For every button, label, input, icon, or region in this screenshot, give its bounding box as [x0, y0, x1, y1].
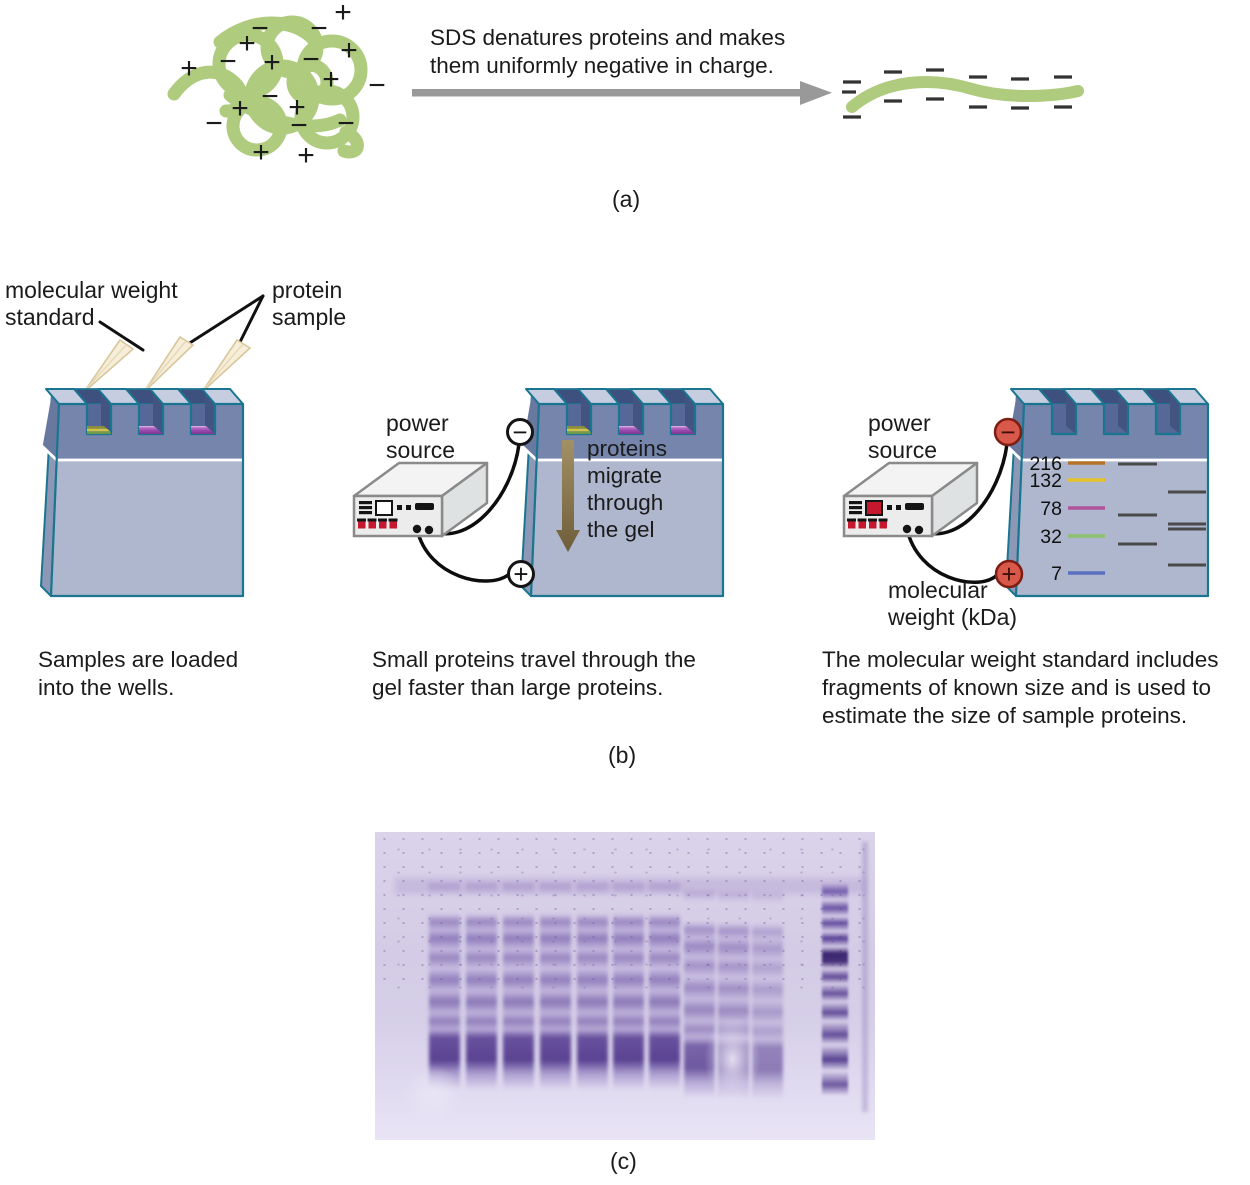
marker-kda-label: 78 [1040, 498, 1062, 520]
gel-photo-lane [503, 850, 534, 1126]
marker-band-lines [1068, 461, 1105, 575]
arrow-head [800, 81, 832, 105]
pipette-tips [83, 336, 251, 393]
charge-minus: − [337, 107, 355, 140]
caption-step1: Samples are loaded into the wells. [38, 647, 239, 700]
pointer-line-sample [183, 294, 265, 348]
migration-text: proteins migrate through the gel [587, 436, 667, 542]
negative-terminal-sign: − [1000, 417, 1015, 447]
positive-terminal-sign: + [513, 559, 528, 589]
charge-minus: − [310, 12, 328, 45]
gel-photo-marker-lane [822, 850, 848, 1126]
charge-plus: + [231, 92, 249, 125]
gel-photo-lane [649, 850, 680, 1126]
denatured-protein-tangle-illustration: + − − + + + − + − + − − + + − − − + + [167, 0, 386, 172]
panel-c-label: (c) [610, 1148, 637, 1174]
charge-minus: − [261, 80, 279, 113]
charge-plus: + [322, 63, 340, 96]
positive-wire [905, 528, 998, 585]
panel-b-label: (b) [608, 742, 637, 768]
gel-photo-lane [613, 850, 644, 1126]
gel-step2-running: proteins migrate through the gel − + [352, 387, 725, 598]
power-display [375, 500, 393, 516]
pipette-tip-icon [83, 339, 134, 393]
caption-step3: The molecular weight standard includes f… [822, 647, 1219, 728]
charge-minus: − [368, 69, 386, 102]
well-pointers-and-pipette-tips [83, 294, 265, 393]
power-source-label: power source [868, 410, 938, 463]
marker-kda-label: 216 [1029, 453, 1062, 475]
positive-terminal-icon [994, 559, 1024, 589]
label-protein-sample: protein sample [272, 277, 347, 330]
label-molecular-weight-standard: molecular weight standard [5, 277, 178, 330]
power-source-unit [352, 461, 489, 538]
power-source-unit [842, 461, 979, 538]
power-source-label: power source [386, 410, 456, 463]
pipette-tip-icon [143, 336, 194, 393]
charge-minus: − [219, 45, 237, 78]
linearized-protein-illustration [842, 68, 1084, 119]
marker-kda-label: 132 [1029, 470, 1062, 492]
charge-minus: − [302, 43, 320, 76]
charge-plus: + [297, 139, 315, 172]
positive-wire [415, 528, 510, 583]
pointer-line-sample [235, 294, 265, 350]
arrow-shaft [412, 89, 802, 97]
charge-plus: + [340, 34, 358, 67]
positive-terminal-icon [507, 560, 535, 588]
reaction-arrow [412, 81, 832, 105]
gel-step1-loading [39, 387, 245, 598]
marker-kda-label: 7 [1051, 563, 1062, 585]
gel-photo-blotch [695, 1002, 770, 1117]
svg-text:through: through [587, 490, 663, 515]
pointer-lines [98, 294, 265, 352]
gel-photo-blotch [393, 1054, 473, 1134]
svg-text:the gel: the gel [587, 517, 655, 542]
pipette-tip-highlights [85, 340, 244, 390]
sample-protein-bands [1118, 462, 1206, 567]
positive-terminal-sign: + [1001, 559, 1016, 589]
charge-plus: + [180, 52, 198, 85]
sds-caption: SDS denatures proteins and makes them un… [430, 25, 786, 78]
pipette-tip-icon [201, 339, 251, 393]
charge-minus: − [290, 109, 308, 142]
protein-tangle-strands [167, 15, 368, 159]
molecular-weight-markers: 216 132 78 32 7 [1029, 453, 1206, 585]
gel-photo-edge-streak [862, 842, 868, 1112]
charge-plus: + [263, 46, 281, 79]
protein-charge-symbols: + − − + + + − + − + − − + + − − − + + [180, 0, 386, 172]
charge-plus: + [288, 91, 306, 124]
gel-photo-lane [540, 850, 571, 1126]
panel-a-label: (a) [612, 186, 641, 212]
migration-arrow [556, 440, 580, 552]
linear-protein-strand [846, 76, 1084, 113]
charge-plus: + [334, 0, 352, 29]
charge-plus: + [252, 136, 270, 169]
stained-gel-photo [375, 832, 875, 1140]
negative-terminal-icon [506, 418, 534, 446]
power-display [865, 500, 883, 516]
svg-text:migrate: migrate [587, 463, 662, 488]
svg-text:proteins: proteins [587, 436, 667, 461]
pointer-line-standard [98, 320, 145, 352]
caption-step2: Small proteins travel through the gel fa… [372, 647, 696, 700]
charge-plus: + [238, 27, 256, 60]
negative-terminal-icon [993, 417, 1023, 447]
negative-terminal-sign: − [512, 417, 527, 447]
axis-label-molecular-weight-kda: molecular weight (kDa) [888, 577, 1018, 630]
charge-minus: − [251, 12, 269, 45]
marker-kda-label: 32 [1040, 526, 1062, 548]
charge-minus: − [205, 107, 223, 140]
gel-step3-standard: 216 132 78 32 7 [842, 387, 1210, 598]
gel-photo-lane [577, 850, 608, 1126]
marker-labels: 216 132 78 32 7 [1029, 453, 1062, 585]
negative-charge-dashes [842, 68, 1072, 119]
gel-slab [39, 387, 245, 598]
